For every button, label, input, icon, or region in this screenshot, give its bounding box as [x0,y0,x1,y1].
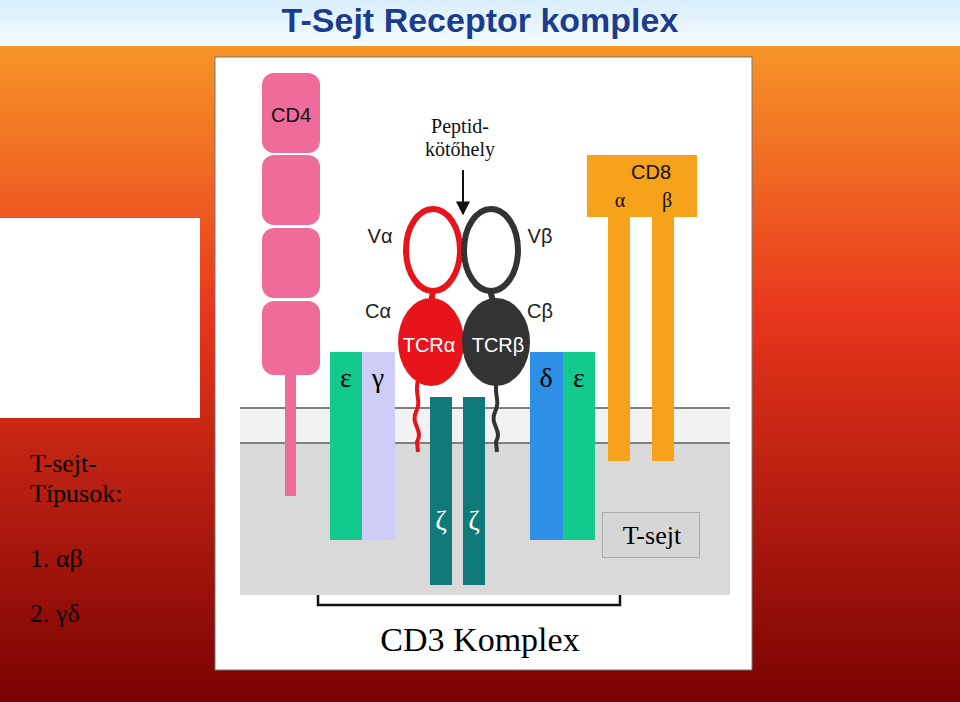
node-text: ζ [468,505,480,537]
node-text: α [615,189,625,212]
cd3-epsilon: ε [330,352,362,540]
cytoplasm [240,443,730,595]
node-text: TCRβ [472,334,525,357]
node-text: T-sejt [623,521,681,551]
node-text: ε [340,362,352,394]
complex-label: CD3 Komplex [380,621,579,659]
node-text: T-sejt- Típusok: [30,449,170,509]
cd4-domain [262,228,320,298]
cd4-domain [262,301,320,375]
panel [215,57,752,670]
cd8-box: CD8 α β [587,155,697,217]
tcr-alpha-chain: TCRα [398,298,464,386]
types-box: T-sejt- Típusok:1. αβ2. γδ [0,218,200,418]
node-text: ζ [435,505,447,537]
tcr-alpha-tail [414,380,419,452]
node-text: β [662,189,672,212]
binding-site-label: Peptid- kötőhely [415,115,505,161]
node-text: δ [539,362,552,394]
zeta-chain: ζ [463,397,485,585]
domain-label: Cα [365,300,391,323]
cd3-gamma: γ [362,352,395,540]
cd4-domain [262,155,320,225]
zeta-chain: ζ [430,397,452,585]
node-text: TCRα [403,334,456,357]
page-title: T-Sejt Receptor komplex [0,0,960,40]
tcr-beta-tail [493,380,498,452]
pointer-arrow [462,170,464,214]
cell-label-box: T-sejt [602,512,700,558]
domain-label: Vα [368,225,393,248]
cd4-domain: CD4 [262,73,320,153]
cd3-bracket [318,595,620,605]
node-text: 2. γδ [30,599,80,629]
node-text: 1. αβ [30,544,83,574]
v-alpha-domain [406,209,460,291]
title-band [0,0,960,46]
node-text: CD4 [271,104,311,127]
domain-label: Vβ [528,225,553,248]
cd8-stem [652,215,674,461]
cd3-epsilon: ε [563,352,595,540]
cd8-stem [608,215,630,461]
node-text: CD8 [631,161,671,184]
node-text: γ [372,362,384,394]
v-beta-domain [464,209,518,291]
tcr-beta-chain: TCRβ [462,298,530,386]
cd4-stem [285,370,296,496]
node-text: ε [573,362,585,394]
cd3-delta: δ [530,352,563,540]
domain-label: Cβ [527,300,553,323]
